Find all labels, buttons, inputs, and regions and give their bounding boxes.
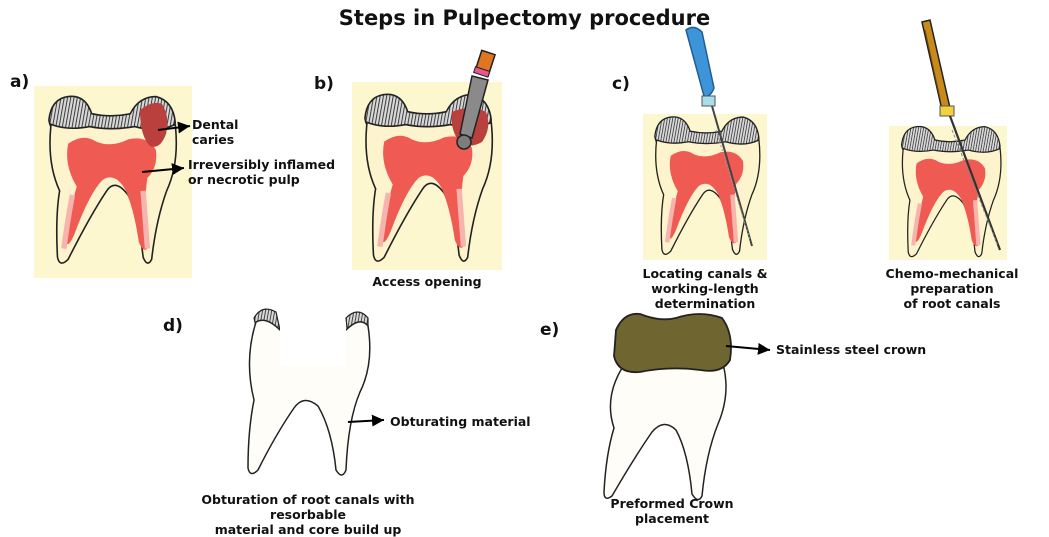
- tooth-c2-icon: [902, 127, 1001, 257]
- label-inflamed-pulp: Irreversibly inflamed or necrotic pulp: [188, 157, 335, 187]
- caption-locating-canals-line2: working-length determination: [620, 281, 790, 311]
- caption-access-opening: Access opening: [352, 274, 502, 289]
- caption-locating-canals-line1: Locating canals &: [620, 266, 790, 281]
- tooth-d-icon: [248, 309, 370, 475]
- stainless-steel-crown-icon: [614, 314, 731, 372]
- label-dental-caries: Dental caries: [192, 117, 238, 147]
- label-obturating-material: Obturating material: [390, 414, 531, 429]
- label-dental-caries-line1: Dental: [192, 117, 238, 132]
- caption-chemo-mechanical-line1: Chemo-mechanical preparation: [862, 266, 1042, 296]
- caption-obturation: Obturation of root canals with resorbabl…: [178, 492, 438, 537]
- caption-obturation-line1: Obturation of root canals with resorbabl…: [178, 492, 438, 522]
- label-inflamed-pulp-line1: Irreversibly inflamed: [188, 157, 335, 172]
- label-stainless-steel-crown: Stainless steel crown: [776, 342, 926, 357]
- obturating-arrow-icon: [348, 420, 384, 422]
- tooth-e-icon: [604, 314, 731, 500]
- caption-obturation-line2: material and core build up: [178, 522, 438, 537]
- illustration-canvas: [0, 0, 1049, 521]
- caption-preformed-crown: Preformed Crown placement: [572, 496, 772, 526]
- label-dental-caries-line2: caries: [192, 132, 238, 147]
- caption-locating-canals: Locating canals & working-length determi…: [620, 266, 790, 311]
- label-inflamed-pulp-line2: or necrotic pulp: [188, 172, 335, 187]
- caption-chemo-mechanical: Chemo-mechanical preparation of root can…: [862, 266, 1042, 311]
- tooth-c1-icon: [655, 117, 760, 254]
- crown-arrow-icon: [726, 346, 770, 350]
- tooth-a-icon: [49, 96, 176, 263]
- caption-chemo-mechanical-line2: of root canals: [862, 296, 1042, 311]
